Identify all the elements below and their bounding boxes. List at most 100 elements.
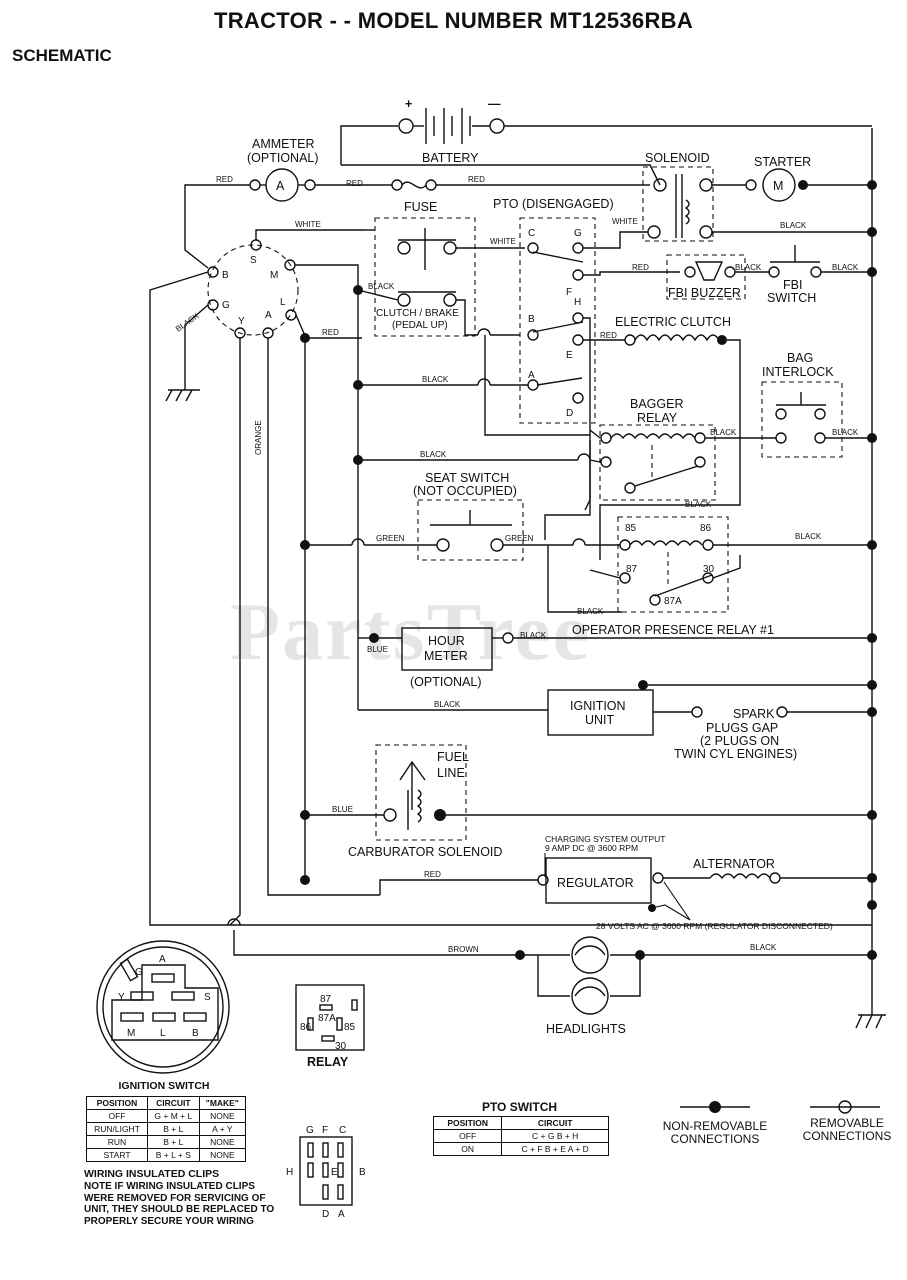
fbi-switch-label-1: FBI xyxy=(783,278,802,292)
table-cell: C + G B + H xyxy=(501,1129,609,1143)
wire-red-clutch: RED xyxy=(600,331,617,340)
fuel-label-2: LINE xyxy=(437,766,465,780)
bag-interlock-label-2: INTERLOCK xyxy=(762,365,834,379)
seat-switch xyxy=(417,499,524,561)
pto-terminal-d: D xyxy=(566,408,573,419)
ignition-switch-title: IGNITION SWITCH xyxy=(118,1080,210,1092)
key-terminal-s: S xyxy=(204,992,211,1003)
table-cell: C + F B + E A + D xyxy=(501,1142,609,1156)
relay-terminal-85: 85 xyxy=(625,523,637,534)
table-cell: OFF xyxy=(86,1109,148,1123)
relay-label: RELAY xyxy=(307,1055,349,1069)
relay-terminal-30: 30 xyxy=(703,564,715,575)
wire-red-l: RED xyxy=(322,328,339,337)
fuse xyxy=(391,179,437,191)
wire-red-fuse: RED xyxy=(346,179,363,188)
wire-green-relay: GREEN xyxy=(505,534,534,543)
key-terminal-a: A xyxy=(159,954,166,965)
table-cell: B + L xyxy=(146,1135,200,1149)
pto-switch xyxy=(519,217,596,424)
bagger-relay-label-2: RELAY xyxy=(637,411,678,425)
seat-switch-label-1: SEAT SWITCH xyxy=(425,471,509,485)
wire-black-fbi: BLACK xyxy=(735,263,762,272)
wiring-note: NOTE IF WIRING INSULATED CLIPS WERE REMO… xyxy=(84,1181,275,1227)
table-row: RUN B + L NONE xyxy=(86,1135,247,1149)
ign-terminal-m: M xyxy=(270,270,278,281)
plug-terminal-c: C xyxy=(339,1125,346,1136)
wire-blue-hour: BLUE xyxy=(367,645,388,654)
ammeter-label: AMMETER xyxy=(252,137,315,151)
fbi-switch-label-2: SWITCH xyxy=(767,291,816,305)
electric-clutch xyxy=(599,334,741,560)
key-terminal-y: Y xyxy=(118,992,125,1003)
ignition-key-face: G A Y S M L B xyxy=(96,940,230,1074)
relay-terminal-86: 86 xyxy=(700,523,712,534)
pto-terminal-b: B xyxy=(528,314,535,325)
ign-terminal-b: B xyxy=(222,270,229,281)
wire-black-bag: BLACK xyxy=(832,428,859,437)
plug-terminal-e: E xyxy=(331,1167,338,1178)
pto-plug-icon: G F C H E B D A xyxy=(286,1125,366,1220)
wire-green-seat: GREEN xyxy=(376,534,405,543)
ign-th-make: "MAKE" xyxy=(198,1096,247,1110)
ammeter-symbol: A xyxy=(276,179,285,193)
pto-switch-table: POSITION CIRCUIT OFF C + G B + H ON C + … xyxy=(432,1116,609,1156)
carburator-solenoid xyxy=(375,744,467,841)
fuel-label-1: FUEL xyxy=(437,750,469,764)
table-row: OFF C + G B + H xyxy=(432,1129,609,1143)
relay-terminal-87: 87 xyxy=(626,564,638,575)
hour-meter-optional: (OPTIONAL) xyxy=(410,675,482,689)
relay-terminal-87a: 87A xyxy=(664,596,682,607)
wire-red-ammeter: RED xyxy=(216,175,233,184)
volts-ac-label: 28 VOLTS AC @ 3600 RPM (REGULATOR DISCON… xyxy=(596,921,833,931)
fbi-buzzer xyxy=(666,254,746,300)
table-cell: B + L xyxy=(146,1122,200,1136)
pto-switch-title: PTO SWITCH xyxy=(481,1100,558,1114)
spark-label-3: (2 PLUGS ON xyxy=(700,734,779,748)
table-cell: A + Y xyxy=(198,1122,247,1136)
starter-label: STARTER xyxy=(754,155,811,169)
carb-solenoid-label: CARBURATOR SOLENOID xyxy=(348,845,502,859)
regulator-label: REGULATOR xyxy=(557,876,634,890)
wire-black-fbi-switch: BLACK xyxy=(832,263,859,272)
pedal-up-label: (PEDAL UP) xyxy=(392,320,448,331)
hour-meter-label-2: METER xyxy=(424,649,468,663)
ign-terminal-y: Y xyxy=(238,316,245,327)
solenoid xyxy=(642,166,714,242)
wire-black-relay: BLACK xyxy=(577,607,604,616)
plug-terminal-d: D xyxy=(322,1209,329,1220)
table-row: RUN/LIGHT B + L A + Y xyxy=(86,1122,247,1136)
wire-red-fbi: RED xyxy=(632,263,649,272)
pto-terminal-h: H xyxy=(574,297,581,308)
key-terminal-m: M xyxy=(127,1028,135,1039)
wire-black-ign-unit: BLACK xyxy=(434,700,461,709)
ign-terminal-a: A xyxy=(265,310,272,321)
wire-black-solenoid: BLACK xyxy=(780,221,807,230)
relay-icon-86: 86 xyxy=(300,1022,312,1033)
key-terminal-l: L xyxy=(160,1028,166,1039)
regulator xyxy=(545,857,652,904)
plug-terminal-a: A xyxy=(338,1209,345,1220)
table-row: OFF G + M + L NONE xyxy=(86,1109,247,1123)
table-row: START B + L + S NONE xyxy=(86,1148,247,1162)
table-cell: RUN xyxy=(86,1135,148,1149)
table-cell: G + M + L xyxy=(146,1109,200,1123)
table-cell: NONE xyxy=(198,1109,247,1123)
ign-terminal-s: S xyxy=(250,255,257,266)
starter-motor: M xyxy=(745,168,808,202)
ignition-switch-table: POSITION CIRCUIT "MAKE" OFF G + M + L NO… xyxy=(86,1096,247,1162)
seat-switch-label-2: (NOT OCCUPIED) xyxy=(413,484,517,498)
battery xyxy=(340,108,872,186)
wire-black-clutch: BLACK xyxy=(368,282,395,291)
fuse-label: FUSE xyxy=(404,200,437,214)
table-cell: RUN/LIGHT xyxy=(86,1122,148,1136)
hour-meter-label-1: HOUR xyxy=(428,634,465,648)
bag-interlock-label-1: BAG xyxy=(787,351,813,365)
pto-label: PTO (DISENGAGED) xyxy=(493,197,614,211)
key-terminal-b: B xyxy=(192,1028,199,1039)
headlights-label: HEADLIGHTS xyxy=(546,1022,626,1036)
relay-icon-85: 85 xyxy=(344,1022,356,1033)
clutch-brake-label: CLUTCH / BRAKE xyxy=(376,308,459,319)
ammeter: A xyxy=(249,168,316,202)
